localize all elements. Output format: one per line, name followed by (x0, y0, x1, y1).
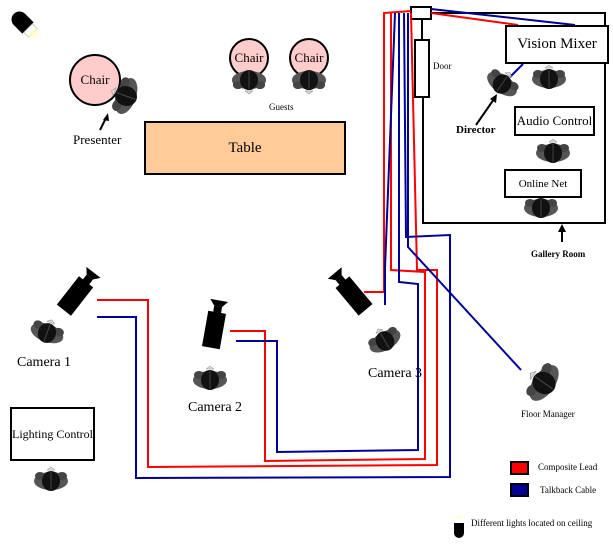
lighting-control-label: Lighting Control (12, 426, 93, 441)
composite-lead-4 (364, 10, 412, 293)
talkback-cable-9 (509, 63, 524, 78)
camera-icon (202, 298, 229, 350)
online-net: Online Net (504, 169, 582, 198)
gallery-room-label: Gallery Room (531, 249, 586, 259)
director-label: Director (456, 124, 496, 136)
person-icon (33, 466, 69, 492)
wall-box (410, 6, 432, 20)
person-icon (192, 365, 228, 391)
director-arrow (475, 94, 497, 126)
guests-label: Guests (269, 102, 294, 112)
legend-composite-label: Composite Lead (538, 462, 598, 472)
presenter-arrow (99, 113, 109, 131)
person-icon (362, 319, 406, 359)
talkback-cable-5 (384, 12, 396, 305)
camera-icon (56, 266, 101, 316)
guest-chair-2: Chair (289, 38, 329, 78)
audio-control: Audio Control (514, 106, 595, 136)
composite-lead-2 (230, 13, 426, 463)
chair-label: Chair (80, 72, 110, 87)
audio-control-label: Audio Control (516, 113, 593, 128)
ceiling-light-icon (11, 11, 47, 47)
door-label: Door (433, 61, 452, 71)
legend-swatch-talkback (510, 483, 529, 497)
table-label: Table (228, 139, 262, 156)
talkback-cable-3 (236, 13, 419, 454)
talkback-cable-8 (430, 8, 576, 26)
camera-1-label: Camera 1 (17, 355, 72, 370)
guest-chair-1: Chair (229, 38, 269, 78)
presenter-chair: Chair (69, 54, 121, 106)
legend-light-note: Different lights located on ceiling (471, 518, 593, 528)
legend-swatch-composite (510, 461, 529, 475)
chair-label: Chair (294, 50, 324, 65)
person-icon (531, 64, 567, 90)
gallery-room-arrow (558, 224, 566, 242)
cables (97, 8, 576, 480)
person-icon (27, 313, 69, 349)
person-icon (535, 138, 571, 164)
gallery-room-walls (421, 12, 606, 224)
presenter-label: Presenter (73, 132, 122, 147)
online-net-label: Online Net (518, 177, 568, 190)
composite-lead-7 (430, 12, 519, 26)
table: Table (144, 121, 346, 175)
vision-mixer-label: Vision Mixer (517, 36, 597, 52)
camera-3-label: Camera 3 (368, 366, 423, 381)
talkback-cable-6 (407, 13, 522, 371)
vision-mixer: Vision Mixer (505, 25, 609, 64)
composite-lead-0 (97, 12, 438, 469)
person-icon (517, 356, 567, 408)
floor-manager-label: Floor Manager (521, 409, 575, 419)
talkback-cable-1 (97, 12, 451, 480)
camera-2-label: Camera 2 (188, 400, 243, 415)
door (414, 39, 430, 98)
chair-label: Chair (234, 50, 264, 65)
lighting-control: Lighting Control (10, 407, 95, 461)
ceiling-light-legend-icon (454, 515, 464, 538)
legend-talkback-label: Talkback Cable (540, 485, 597, 495)
